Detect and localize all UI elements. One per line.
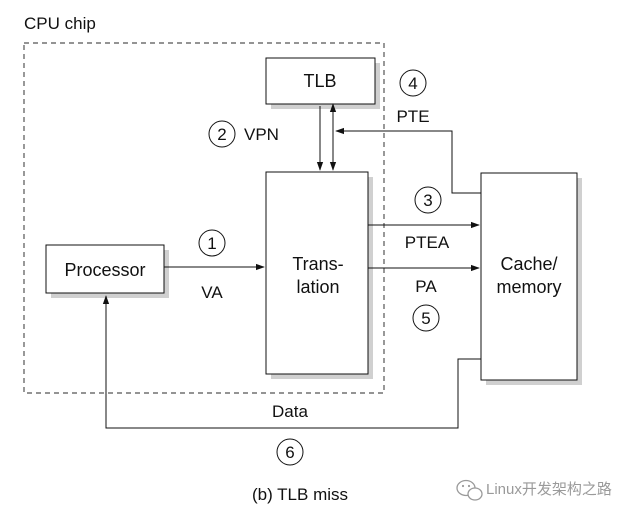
translation-block: Trans- lation <box>265 171 373 379</box>
tlb-label: TLB <box>303 71 336 91</box>
cache-label-line1: Cache/ <box>500 254 557 274</box>
step-6-number: 6 <box>285 443 294 462</box>
translation-label-line1: Trans- <box>292 254 343 274</box>
tlb-block: TLB <box>265 57 380 109</box>
step-5: 5 PA <box>412 277 440 332</box>
watermark: Linux开发架构之路 <box>456 479 612 501</box>
data-arrow <box>102 295 481 429</box>
step-1-label: VA <box>201 283 223 302</box>
step-2: 2 VPN <box>208 120 279 148</box>
step-4-number: 4 <box>408 74 417 93</box>
diagram-caption: (b) TLB miss <box>252 485 348 504</box>
step-2-label: VPN <box>244 125 279 144</box>
step-6-label: Data <box>272 402 308 421</box>
wechat-icon <box>456 479 483 501</box>
step-4: 4 PTE <box>396 69 430 126</box>
step-4-label: PTE <box>396 107 429 126</box>
step-2-number: 2 <box>217 125 226 144</box>
processor-block: Processor <box>45 244 169 298</box>
translation-label-line2: lation <box>296 277 339 297</box>
step-3: 3 PTEA <box>405 186 450 252</box>
cpu-chip-boundary <box>23 42 385 394</box>
step-1: 1 VA <box>198 229 226 302</box>
processor-label: Processor <box>64 260 145 280</box>
step-1-number: 1 <box>207 234 216 253</box>
cpu-chip-label: CPU chip <box>24 14 96 33</box>
cache-label-line2: memory <box>496 277 561 297</box>
step-3-number: 3 <box>423 191 432 210</box>
pte-arrow <box>335 127 481 194</box>
step-5-number: 5 <box>421 309 430 328</box>
watermark-text: Linux开发架构之路 <box>486 481 612 498</box>
step-5-label: PA <box>415 277 437 296</box>
step-6: 6 Data <box>272 402 308 466</box>
step-3-label: PTEA <box>405 233 450 252</box>
cache-memory-block: Cache/ memory <box>480 172 582 385</box>
